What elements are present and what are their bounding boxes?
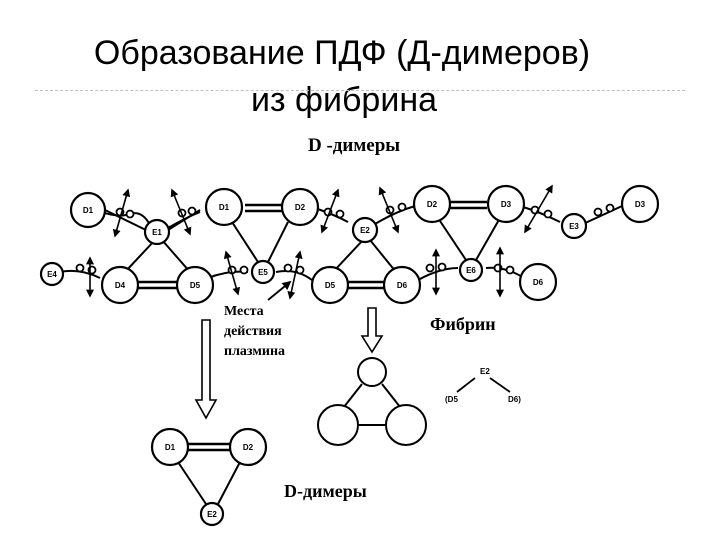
- node-e3: E3: [569, 222, 579, 231]
- dimer-node-e2: E2: [207, 510, 217, 519]
- node-d5-left: D5: [190, 281, 201, 290]
- fibrin-schematic: E2 (D5 D6): [445, 367, 521, 404]
- node-d6-mid: D6: [397, 281, 408, 290]
- plasmin-site-arrow: [524, 184, 553, 234]
- down-arrow-right: [360, 307, 384, 354]
- plasmin-pointer-arrow: [267, 280, 292, 301]
- d-dimers-top-label: D -димеры: [308, 135, 400, 156]
- strand-connector: [374, 205, 416, 225]
- dimer-node-d2: D2: [243, 443, 254, 452]
- node-d6-right: D6: [533, 278, 544, 287]
- fibrin-label: Фибрин: [430, 314, 496, 334]
- plasmin-site-arrow: [112, 188, 131, 238]
- unit-link: [437, 217, 467, 261]
- plasmin-site-arrow: [287, 250, 303, 300]
- strand-connector: [582, 205, 623, 225]
- down-arrow-left: [194, 319, 218, 420]
- slide-title-line-2: из фибрина: [250, 81, 438, 119]
- title-divider: [35, 90, 685, 91]
- plasmin-site-arrow: [378, 186, 400, 234]
- node-d1-left: D1: [83, 206, 94, 215]
- dimer-node-d1: D1: [165, 443, 176, 452]
- unit-link: [332, 239, 364, 273]
- node-d2-mid: D2: [295, 203, 306, 212]
- schematic-d6: D6): [508, 395, 521, 404]
- fibrin-unit-icon: [317, 357, 427, 446]
- node-e2: E2: [360, 226, 370, 235]
- plasmin-label-line-2: действия: [224, 324, 282, 339]
- plasmin-site-arrow: [223, 250, 241, 296]
- strand-connector: [519, 205, 561, 223]
- node-e6: E6: [466, 266, 476, 275]
- plasmin-site-arrow: [320, 188, 340, 234]
- strand-connector: [417, 267, 459, 281]
- node-d1-mid: D1: [219, 203, 230, 212]
- schematic-d5: (D5: [445, 395, 458, 404]
- node-e1: E1: [152, 228, 162, 237]
- plasmin-site-arrow: [170, 188, 192, 236]
- unit-link: [369, 239, 397, 273]
- slide-title-line-1: Образование ПДФ (Д-димеров): [93, 34, 591, 72]
- node-d3-right-b: D3: [635, 200, 646, 209]
- node-d5-mid: D5: [325, 281, 336, 290]
- unit-link: [124, 239, 156, 273]
- unit-link: [267, 221, 289, 263]
- strand-connector: [485, 266, 525, 279]
- plasmin-label-line-1: Места: [224, 304, 264, 319]
- node-d4: D4: [115, 281, 126, 290]
- d-dimers-bottom-label: D-димеры: [284, 481, 367, 501]
- node-d3-right-a: D3: [501, 200, 512, 209]
- schematic-e2: E2: [480, 367, 490, 376]
- unit-link: [161, 239, 191, 273]
- node-e4: E4: [47, 270, 57, 279]
- unit-link: [231, 221, 259, 263]
- node-e5: E5: [258, 268, 268, 277]
- plasmin-label-line-3: плазмина: [224, 344, 285, 359]
- node-d2-right: D2: [427, 200, 438, 209]
- unit-link: [475, 217, 501, 261]
